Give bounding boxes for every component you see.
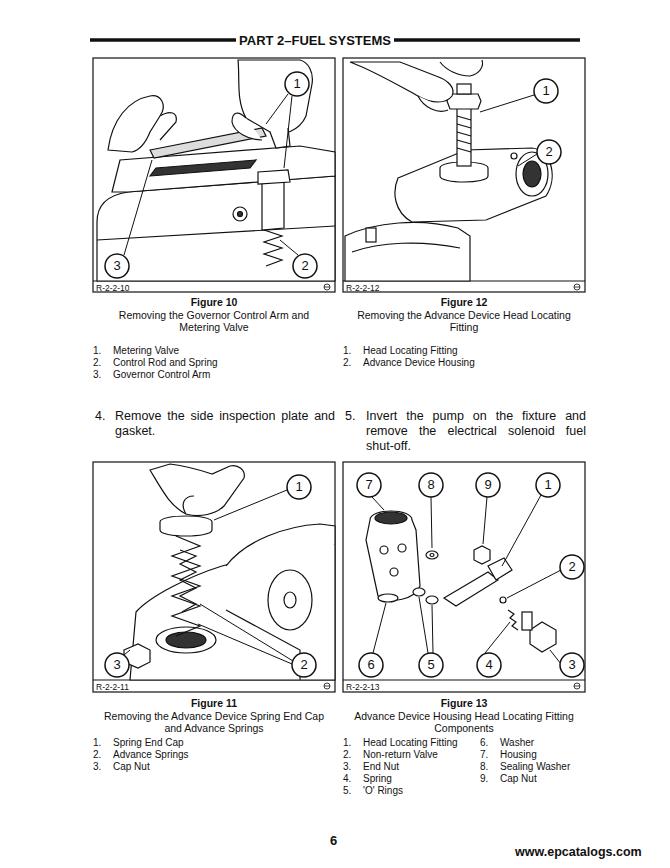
part-name: End Nut (363, 761, 399, 773)
figure-number: Figure 11 (99, 697, 329, 709)
figure-reference: R-2-2-12 (346, 283, 380, 293)
callout-number: 2 (562, 560, 582, 574)
list-number: 9. (480, 773, 488, 785)
list-number: 7. (480, 749, 488, 761)
callout-number: 1 (538, 478, 558, 492)
exploded-components-illustration (366, 511, 556, 652)
figure-reference: R-2-2-10 (96, 283, 130, 293)
step-text: Remove the side inspection plate and gas… (115, 409, 335, 439)
figure-number: Figure 12 (349, 296, 579, 308)
list-number: 3. (93, 369, 101, 381)
step-number: 5. (345, 409, 355, 424)
list-number: 1. (343, 737, 351, 749)
page-heading: PART 2–FUEL SYSTEMS (236, 33, 394, 48)
list-number: 2. (343, 357, 351, 369)
part-name: Control Rod and Spring (113, 357, 218, 369)
step-number: 4. (95, 409, 105, 424)
list-number: 1. (93, 737, 101, 749)
callout-circle (105, 72, 584, 677)
figure-caption: Removing the Advance Device Head Locatin… (352, 309, 577, 333)
list-number: 3. (93, 761, 101, 773)
part-name: Advance Device Housing (363, 357, 475, 369)
part-name: Spring (363, 773, 392, 785)
part-name: Head Locating Fitting (363, 345, 458, 357)
figure-caption: Advance Device Housing Head Locating Fit… (354, 710, 574, 734)
part-name: Housing (500, 749, 537, 761)
part-name: Washer (500, 737, 534, 749)
governor-illustration (97, 60, 335, 281)
list-number: 2. (343, 749, 351, 761)
list-number: 8. (480, 761, 488, 773)
list-number: 5. (343, 785, 351, 797)
list-number: 2. (93, 357, 101, 369)
part-name: Advance Springs (113, 749, 189, 761)
callout-number: 4 (479, 658, 499, 672)
figure-frame (93, 462, 335, 692)
figure-caption: Removing the Advance Device Spring End C… (102, 710, 327, 734)
figure-caption: Removing the Governor Control Arm and Me… (99, 309, 329, 333)
figure-frame (343, 58, 585, 292)
callout-number: 3 (107, 658, 127, 672)
page-number: 6 (330, 833, 337, 848)
part-name: Cap Nut (500, 773, 537, 785)
callout-number: 1 (536, 84, 556, 98)
callout-number: 3 (562, 658, 582, 672)
list-number: 2. (93, 749, 101, 761)
advance-housing-illustration (345, 60, 552, 281)
callout-number: 2 (295, 259, 315, 273)
callout-number: 5 (421, 658, 441, 672)
figure-reference: R-2-2-13 (346, 682, 380, 692)
list-number: 3. (343, 761, 351, 773)
part-name: Spring End Cap (113, 737, 184, 749)
figure-reference: R-2-2-11 (96, 682, 129, 692)
callout-number: 6 (361, 658, 381, 672)
callout-number: 7 (359, 478, 379, 492)
part-name: Head Locating Fitting (363, 737, 458, 749)
part-name: 'O' Rings (363, 785, 403, 797)
callout-number: 8 (421, 478, 441, 492)
figure-frame (343, 462, 585, 692)
part-name: Governor Control Arm (113, 369, 210, 381)
spring-cap-illustration (124, 464, 335, 680)
list-number: 6. (480, 737, 488, 749)
watermark: www.epcatalogs.com (515, 845, 642, 860)
callout-number: 1 (289, 480, 309, 494)
callout-number: 1 (287, 77, 307, 91)
part-name: Non-return Valve (363, 749, 438, 761)
figure-number: Figure 13 (349, 697, 579, 709)
figure-frame (93, 58, 335, 292)
list-number: 1. (93, 345, 101, 357)
callout-number: 9 (478, 478, 498, 492)
part-name: Metering Valve (113, 345, 179, 357)
callout-number: 3 (107, 259, 127, 273)
figure-number: Figure 10 (99, 296, 329, 308)
step-text: Invert the pump on the fixture and remov… (366, 409, 586, 454)
callout-number: 2 (539, 145, 559, 159)
callout-number: 2 (294, 658, 314, 672)
part-name: Sealing Washer (500, 761, 570, 773)
part-name: Cap Nut (113, 761, 150, 773)
list-number: 1. (343, 345, 351, 357)
list-number: 4. (343, 773, 351, 785)
